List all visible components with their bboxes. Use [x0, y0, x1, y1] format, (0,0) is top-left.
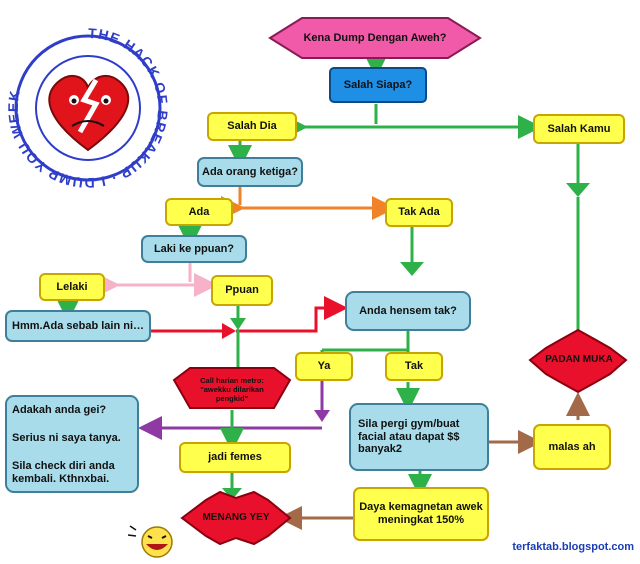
ppuan-label: Ppuan	[225, 284, 259, 297]
call-harian-label: Call harian metro: "awekku dilarikan pen…	[200, 375, 264, 403]
call-harian-shape	[172, 367, 292, 409]
salah-dia-label: Salah Dia	[227, 120, 277, 133]
salah-siapa-label: Salah Siapa?	[343, 78, 413, 91]
malas-ah-box	[533, 424, 611, 470]
lelaki-label: Lelaki	[56, 280, 88, 293]
salah-siapa-box	[329, 67, 427, 103]
salah-kamu-label: Salah Kamu	[547, 122, 611, 135]
tak-box	[385, 352, 443, 381]
logo: THE HACK OF BREAKUP · I DUMP YOU WEEK	[5, 25, 170, 191]
watermark: terfaktab.blogspot.com	[512, 541, 634, 553]
ya-label: Ya	[317, 360, 331, 373]
menang-yey-label: MENANG YEY	[202, 512, 270, 524]
tak-label: Tak	[404, 360, 424, 373]
laki-ke-ppuan-label: Laki ke ppuan?	[153, 242, 235, 255]
menang-yey-star	[180, 490, 292, 546]
tak-ada-box	[385, 198, 453, 227]
ada-label: Ada	[188, 205, 210, 218]
anda-hensem-box	[345, 291, 471, 331]
hmm-box	[5, 310, 151, 342]
start-hexagon	[268, 17, 482, 59]
ada-box	[165, 198, 233, 226]
lelaki-box	[39, 273, 105, 301]
gei-line-1: Adakah anda gei?	[12, 404, 107, 416]
ada-orang-ketiga-box	[197, 157, 303, 187]
salah-kamu-box	[533, 114, 625, 144]
ada-orang-ketiga-label: Ada orang ketiga?	[202, 165, 298, 178]
malas-ah-label: malas ah	[548, 440, 596, 453]
padan-muka-label: PADAN MUKA	[545, 354, 613, 366]
daya-kemagnetan-label: Daya kemagnetan awek meningkat 150%	[359, 501, 483, 526]
jadi-femes-label: jadi femes	[208, 451, 262, 464]
anda-hensem-label: Anda hensem tak?	[359, 304, 457, 317]
gym-box	[349, 403, 489, 471]
gei-line-3: Sila check diri anda kembali. Kthnxbai.	[12, 460, 115, 486]
gei-line-2: Serius ni saya tanya.	[12, 432, 121, 444]
jadi-femes-box	[179, 442, 291, 473]
gei-box	[5, 395, 139, 493]
salah-dia-box	[207, 112, 297, 141]
laki-ke-ppuan-box	[141, 235, 247, 263]
padan-muka-star	[528, 328, 628, 394]
daya-kemagnetan-box	[353, 487, 489, 541]
ya-box	[295, 352, 353, 381]
start-label: Kena Dump Dengan Aweh?	[303, 31, 447, 44]
ppuan-box	[211, 275, 273, 306]
tak-ada-label: Tak Ada	[398, 206, 440, 219]
hmm-label: Hmm.Ada sebab lain ni…	[12, 319, 145, 332]
gym-label: Sila pergi gym/buat facial atau dapat $$…	[358, 418, 460, 456]
laughing-face-icon	[127, 525, 173, 558]
